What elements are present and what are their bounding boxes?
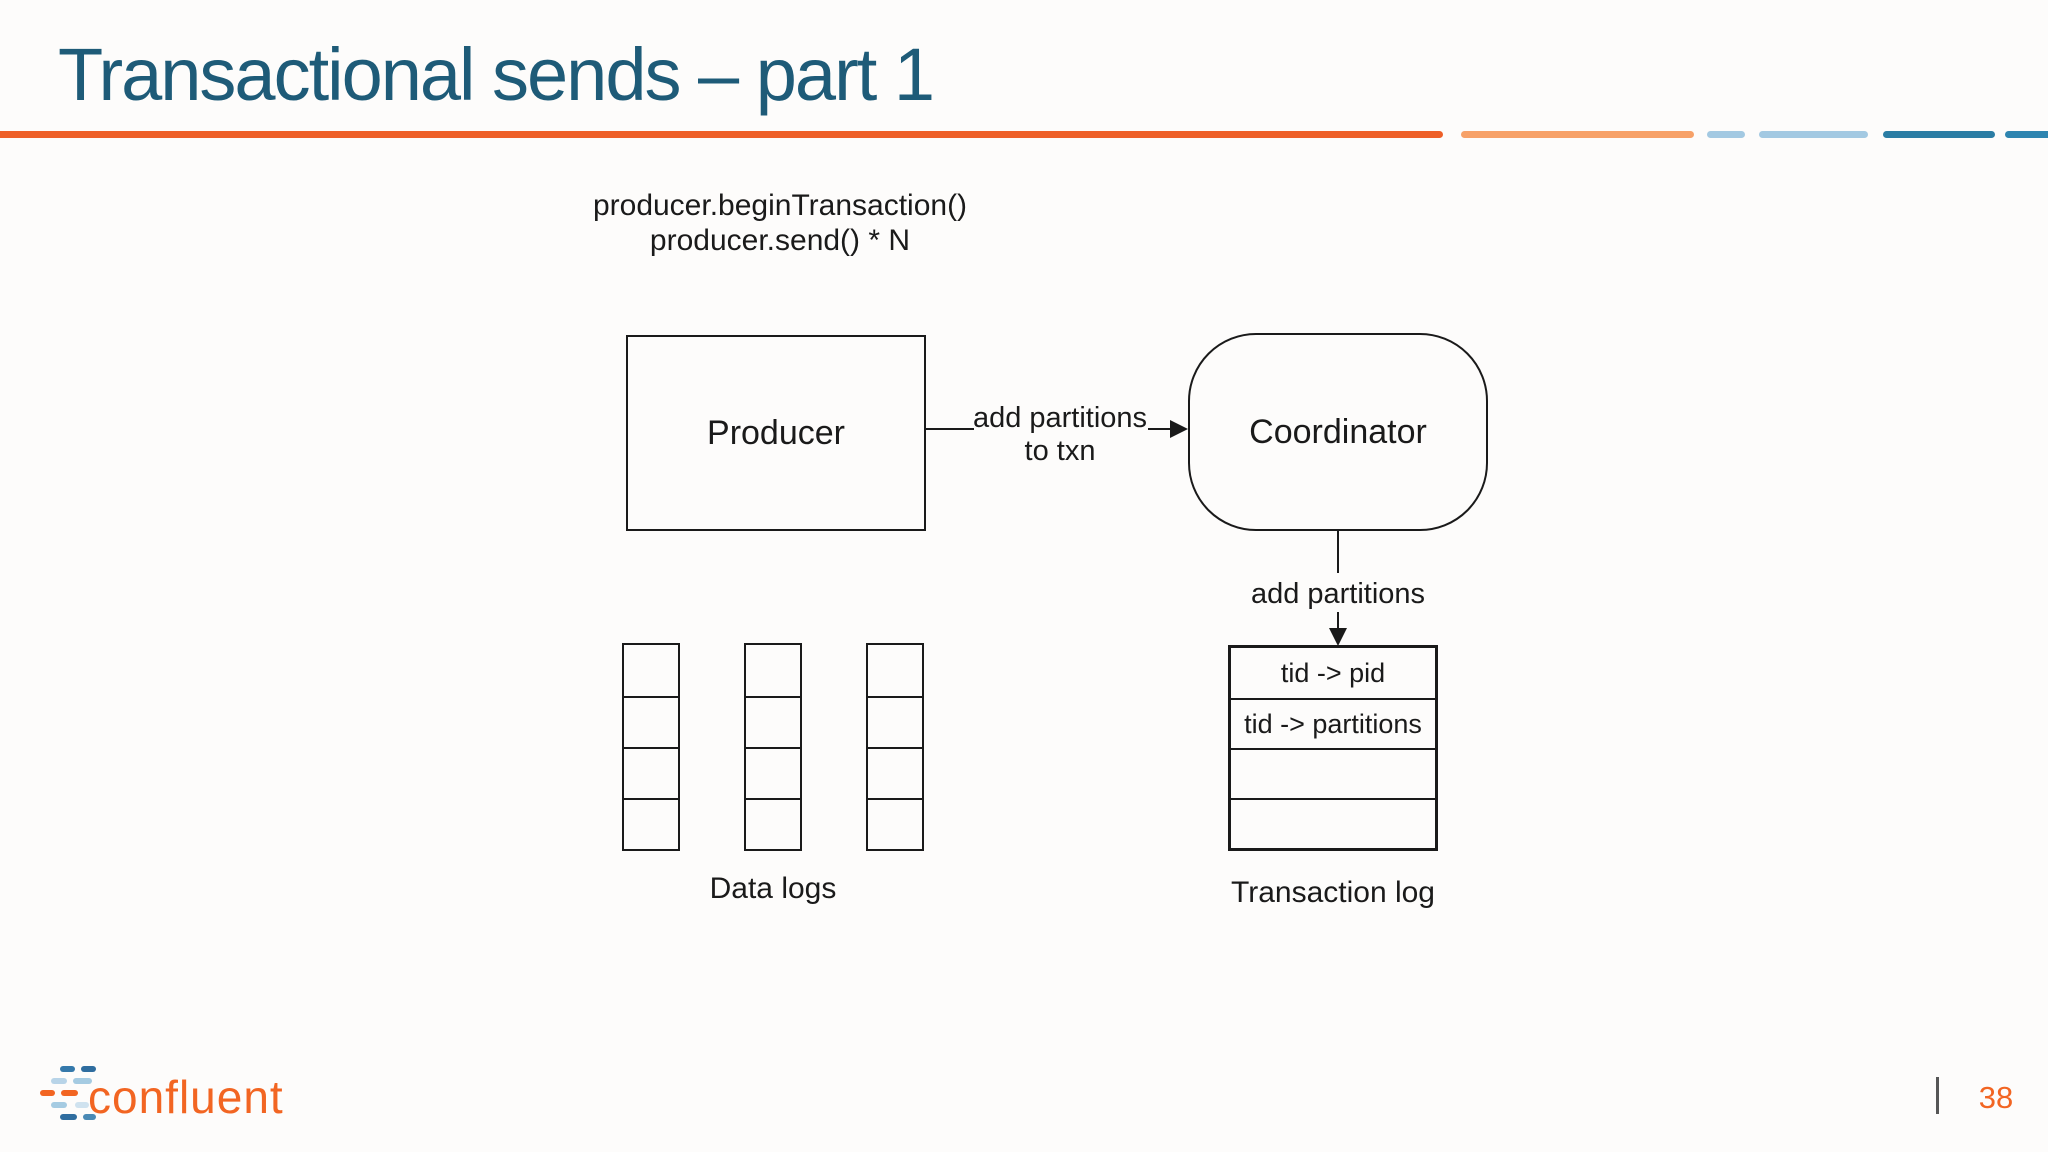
confluent-wordmark: confluent	[88, 1071, 284, 1123]
logo-dash	[60, 1066, 75, 1072]
data-log-column	[622, 643, 680, 851]
logo-dash	[61, 1090, 78, 1096]
data-log-cell	[624, 645, 678, 696]
title-rule-orange	[0, 131, 1443, 138]
edge-producer-coordinator-arrow-shaft	[1148, 428, 1172, 430]
producer-node: Producer	[626, 335, 926, 531]
title-rule-segment-teal-small	[2005, 131, 2048, 138]
edge-label-line2: to txn	[1024, 435, 1096, 467]
data-log-cell	[624, 747, 678, 798]
transaction-log-row: tid -> pid	[1280, 657, 1386, 688]
transaction-log-row: tid -> partitions	[1231, 698, 1435, 748]
logo-dash	[40, 1090, 55, 1096]
data-log-cell	[868, 645, 922, 696]
confluent-logo: confluent	[30, 1060, 350, 1124]
data-log-cell	[868, 747, 922, 798]
transaction-log-table: tid -> pid tid -> partitions	[1228, 645, 1438, 851]
edge-coordinator-log-line	[1337, 531, 1339, 573]
edge-coordinator-log-label: add partitions	[1250, 578, 1426, 610]
transaction-log-row	[1231, 798, 1435, 848]
logo-dash	[73, 1078, 92, 1084]
data-log-cell	[746, 645, 800, 696]
title-rule-segment-light-blue-small	[1707, 131, 1745, 138]
edge-producer-coordinator-label: add partitions to txn	[960, 402, 1160, 468]
data-log-cell	[746, 696, 800, 747]
transaction-log-row	[1231, 748, 1435, 798]
logo-dash	[51, 1078, 67, 1084]
coordinator-label: Coordinator	[1249, 412, 1427, 451]
arrowhead-right-icon	[1170, 420, 1188, 438]
logo-dash	[83, 1114, 96, 1120]
logo-dash	[81, 1066, 96, 1072]
data-log-cell	[746, 747, 800, 798]
data-log-column	[744, 643, 802, 851]
logo-dash	[51, 1102, 67, 1108]
data-log-cell	[746, 798, 800, 849]
data-log-cell	[624, 696, 678, 747]
edge-label-line1: add partitions	[972, 402, 1148, 434]
edge-producer-coordinator-line	[926, 428, 974, 430]
title-rule-segment-light-orange	[1461, 131, 1694, 138]
title-rule-segment-teal	[1883, 131, 1995, 138]
arrowhead-down-icon	[1329, 628, 1347, 646]
transaction-log-caption: Transaction log	[1231, 876, 1435, 909]
producer-code-caption: producer.beginTransaction() producer.sen…	[530, 188, 1030, 258]
slide-title: Transactional sends – part 1	[58, 33, 935, 116]
edge-coordinator-log-arrow-shaft	[1337, 612, 1339, 632]
footer-divider	[1936, 1077, 1939, 1114]
coordinator-node: Coordinator	[1188, 333, 1488, 531]
code-caption-line2: producer.send() * N	[649, 224, 911, 257]
producer-label: Producer	[707, 413, 845, 452]
data-log-column	[866, 643, 924, 851]
logo-dash	[75, 1102, 89, 1108]
confluent-logo-icon	[30, 1060, 116, 1120]
page-number: 38	[1978, 1080, 2014, 1115]
data-log-cell	[624, 798, 678, 849]
data-logs-caption: Data logs	[709, 872, 837, 905]
logo-dash	[60, 1114, 77, 1120]
title-rule-segment-light-blue	[1759, 131, 1868, 138]
code-caption-line1: producer.beginTransaction()	[592, 189, 968, 222]
data-log-cell	[868, 798, 922, 849]
data-log-cell	[868, 696, 922, 747]
